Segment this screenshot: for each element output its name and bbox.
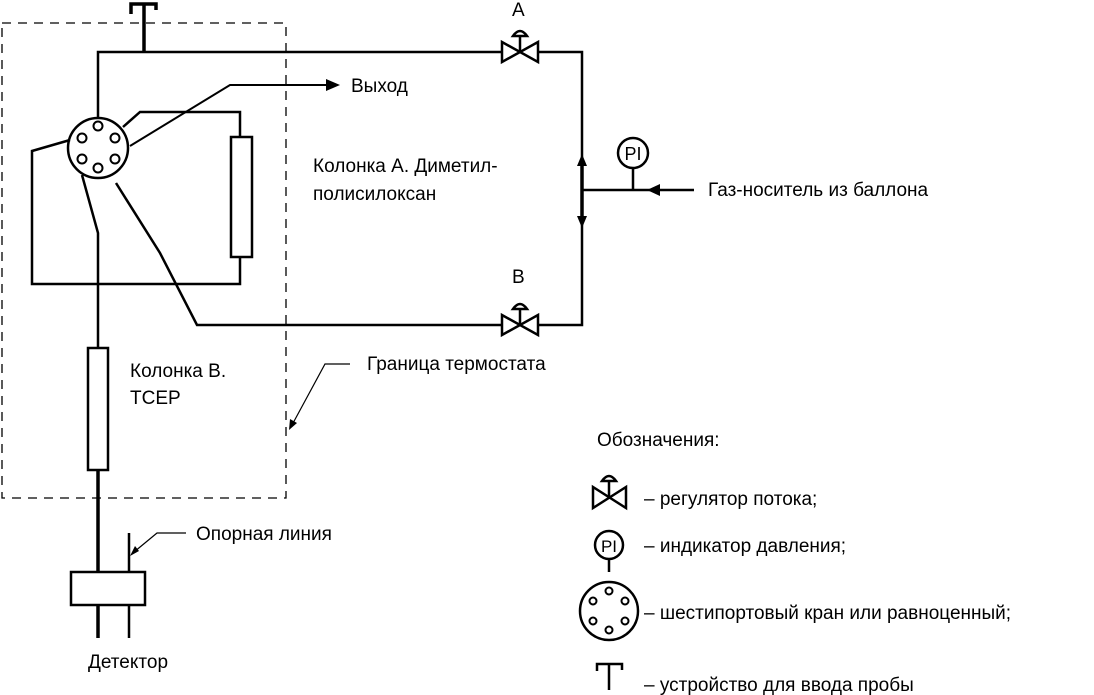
- outlet-line: [129, 84, 330, 147]
- carrier-line-bottom: [114, 182, 502, 327]
- legend-title: Обозначения:: [597, 430, 720, 451]
- carrier-gas-label: Газ-носитель из баллона: [708, 180, 929, 201]
- column-a-label-1: Колонка А. Диметил-: [313, 156, 498, 177]
- carrier-gas-arrow: [647, 184, 660, 196]
- legend-item-text: – регулятор потока;: [644, 489, 817, 510]
- reference-label: Опорная линия: [196, 524, 332, 545]
- thermostat-pointer: [291, 363, 350, 426]
- sample-injector: [129, 2, 158, 52]
- column-a-line-bottom: [30, 138, 242, 286]
- column-b-label-2: ТСЕР: [130, 388, 181, 409]
- split-arrow-up: [577, 154, 587, 166]
- flow-regulator-a[interactable]: [500, 29, 540, 65]
- legend-item-text: – шестипортовый кран или равноценный;: [644, 603, 1011, 624]
- column-a-label-2: полисилоксан: [313, 184, 436, 205]
- pi-symbol: PI: [601, 537, 617, 556]
- outlet-arrow: [326, 79, 340, 91]
- column-b-line: [80, 174, 100, 348]
- pi-symbol: PI: [624, 144, 641, 164]
- sample-injector-icon: [595, 662, 624, 690]
- reference-pointer: [133, 532, 186, 553]
- legend-item-text: – индикатор давления;: [644, 536, 846, 557]
- detector: [69, 570, 147, 607]
- thermostat-boundary: [1, 22, 287, 499]
- pressure-indicator[interactable]: PI: [616, 136, 650, 190]
- reference-pointer-arrow: [130, 546, 139, 556]
- legend: Обозначения: – регулятор потока; PI – ин…: [578, 430, 1011, 695]
- six-port-valve-icon: [578, 580, 640, 642]
- carrier-line-top: [96, 50, 502, 118]
- thermostat-label: Граница термостата: [367, 354, 546, 375]
- valve-a-label: А: [512, 0, 525, 21]
- six-port-valve[interactable]: [66, 116, 130, 180]
- legend-item-text: – устройство для ввода пробы: [644, 675, 914, 695]
- detector-label: Детектор: [88, 652, 168, 673]
- outlet-label: Выход: [351, 76, 408, 97]
- column-a-line-top: [122, 110, 242, 137]
- pressure-indicator-icon: PI: [593, 529, 625, 572]
- split-arrow-down: [577, 216, 587, 228]
- carrier-line-top-right: [538, 50, 584, 327]
- column-a: [229, 135, 254, 259]
- column-b: [86, 346, 110, 472]
- valve-b-label: В: [512, 267, 525, 288]
- column-b-label-1: Колонка В.: [130, 361, 226, 382]
- flow-regulator-icon: [591, 474, 628, 511]
- thermostat-pointer-arrow: [289, 419, 297, 430]
- flow-regulator-b[interactable]: [500, 302, 540, 338]
